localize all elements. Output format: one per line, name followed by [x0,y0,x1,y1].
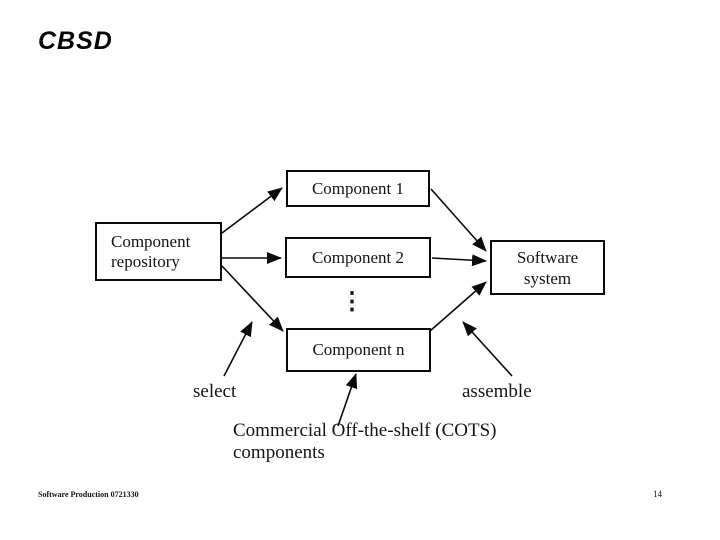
arrow-repository-to-componentn [221,265,284,332]
node-label: system [523,269,572,288]
arrow-repository-to-component1 [221,187,283,234]
node-label: Component [111,232,191,251]
cots-annotation-arrow [337,373,358,427]
label-cots-components: Commercial Off-the-shelf (COTS) componen… [233,420,553,464]
label-cots-line1: Commercial Off-the-shelf (COTS) [233,420,497,441]
page-number: 14 [653,489,662,499]
vertical-ellipsis: ⋮ [340,289,364,315]
page-title: CBSD [38,27,113,55]
node-software-system: Software system [490,240,605,295]
footer-course-text: Software Production 0721330 [38,490,139,499]
node-label: Component 2 [311,248,405,267]
select-annotation-arrow [223,321,253,377]
label-assemble: assemble [462,381,532,402]
node-label: repository [111,252,180,271]
node-label: Software [516,248,579,267]
node-component-n: Component n [286,328,431,372]
node-component-repository: Component repository [95,222,222,281]
label-select: select [193,381,237,402]
label-cots-line2: components [233,442,325,463]
arrow-componentn-to-software [429,281,487,332]
node-component-2: Component 2 [285,237,431,278]
arrow-component2-to-software [431,254,487,267]
node-label: Component n [312,340,405,359]
node-label: Component 1 [311,179,405,198]
arrow-component1-to-software [430,188,487,252]
node-component-1: Component 1 [286,170,430,207]
assemble-annotation-arrow [462,321,513,377]
